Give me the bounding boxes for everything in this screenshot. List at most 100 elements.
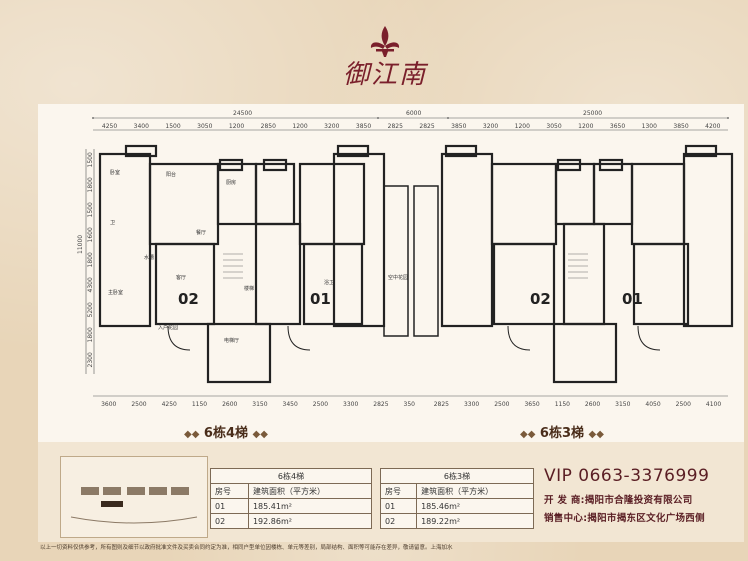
fleur-de-lis-icon xyxy=(370,26,400,57)
room-master-bedroom: 主卧室 xyxy=(108,289,123,296)
dim-top-part: 3200 xyxy=(324,123,339,130)
dim-top-part: 2825 xyxy=(419,123,434,130)
dim-left-part: 1800 xyxy=(87,252,94,267)
room-water-closet: 水槽 xyxy=(144,254,154,261)
dim-bottom-part: 3150 xyxy=(252,401,267,408)
building-label-right: ◆◆ 6栋3梯 ◆◆ xyxy=(520,426,604,441)
room-living: 客厅 xyxy=(176,274,186,281)
dim-top-total-1: 24500 xyxy=(233,110,252,117)
dim-bottom-part: 3150 xyxy=(615,401,630,408)
info-panel: 6栋4梯 房号 建筑面积（平方米） 01 185.41m² 02 192.86m… xyxy=(38,442,744,542)
room-sky-garden: 空中花园 xyxy=(388,274,408,281)
brand-name: 御江南 xyxy=(342,60,427,90)
header-band: 御江南 xyxy=(0,0,748,104)
dim-bottom-part: 3300 xyxy=(343,401,358,408)
unit-number-02-right: 02 xyxy=(530,290,551,308)
dim-top-part: 2825 xyxy=(388,123,403,130)
dim-bottom-part: 2600 xyxy=(585,401,600,408)
table-header: 房号 xyxy=(210,483,249,499)
table-caption: 6栋4梯 xyxy=(210,468,372,484)
room-restaurant: 餐厅 xyxy=(196,229,206,236)
area-table-right: 6栋3梯 房号 建筑面积（平方米） 01 185.46m² 02 189.22m… xyxy=(379,468,534,529)
dim-bottom-part: 2500 xyxy=(313,401,328,408)
dim-bottom-part: 4050 xyxy=(645,401,660,408)
dim-bottom-part: 2825 xyxy=(434,401,449,408)
dim-top-part: 3050 xyxy=(197,123,212,130)
room-elevator-hall: 电梯厅 xyxy=(224,337,239,344)
table-row: 02 192.86m² xyxy=(210,513,373,529)
dim-top-part: 1200 xyxy=(292,123,307,130)
unit-number-01-right: 01 xyxy=(622,290,643,308)
room-entrance: 入户花园 xyxy=(158,324,178,331)
dim-left-part: 2300 xyxy=(87,352,94,367)
dim-top-part: 4250 xyxy=(102,123,117,130)
dim-left-part: 1800 xyxy=(87,177,94,192)
dim-top-total-2: 6000 xyxy=(406,110,421,117)
dim-top-part: 3850 xyxy=(673,123,688,130)
building-left-walls xyxy=(98,144,386,384)
dim-bottom-part: 2500 xyxy=(676,401,691,408)
room-bedroom: 卧室 xyxy=(110,169,120,176)
dim-bottom-part: 1150 xyxy=(192,401,207,408)
dim-bottom-part: 3600 xyxy=(101,401,116,408)
table-row: 01 185.41m² xyxy=(210,498,373,514)
dim-left-part: 1500 xyxy=(87,152,94,167)
table-caption: 6栋3梯 xyxy=(380,468,534,484)
dim-bottom-part: 4250 xyxy=(162,401,177,408)
key-plan-drawing xyxy=(70,487,198,524)
key-plan xyxy=(60,456,208,538)
table-row: 01 185.46m² xyxy=(379,498,534,514)
dim-top-part: 4200 xyxy=(705,123,720,130)
dim-bottom-part: 1150 xyxy=(555,401,570,408)
developer-info: 开 发 商:揭阳市合隆投资有限公司 xyxy=(544,495,693,506)
dim-bottom-part: 2500 xyxy=(131,401,146,408)
table-row: 02 189.22m² xyxy=(379,513,534,529)
dim-bottom-part: 4100 xyxy=(706,401,721,408)
sales-center-info: 销售中心:揭阳市揭东区文化广场西侧 xyxy=(544,513,705,524)
dim-top-total-3: 25000 xyxy=(583,110,602,117)
table-header: 建筑面积（平方米） xyxy=(416,483,534,499)
dim-bottom-part: 3650 xyxy=(524,401,539,408)
room-bath: 卫 xyxy=(110,220,115,226)
dim-bottom-part: 2600 xyxy=(222,401,237,408)
dim-bottom-part: 2500 xyxy=(494,401,509,408)
room-balcony: 阳台 xyxy=(166,171,176,178)
dim-top-part: 3400 xyxy=(134,123,149,130)
brand-logo: 御江南 xyxy=(330,24,440,94)
dim-bottom-part: 3450 xyxy=(283,401,298,408)
dim-left-part: 1500 xyxy=(87,202,94,217)
dim-top-part: 3850 xyxy=(451,123,466,130)
dim-left-part: 1600 xyxy=(87,227,94,242)
dim-top-part: 3650 xyxy=(610,123,625,130)
dim-left-total: 11000 xyxy=(77,235,84,254)
disclaimer: 以上一切资料仅供参考，所有图则及细节以政府批准文件及买卖合同约定为准，相同户型单… xyxy=(40,545,453,551)
building-right-walls xyxy=(440,144,734,384)
dim-top-part: 2850 xyxy=(261,123,276,130)
floor-plan-panel: 24500 6000 25000 4250 3400 1500 3050 1200 285… xyxy=(38,104,744,442)
room-kitchen: 厨房 xyxy=(226,179,236,186)
room-stairs: 楼梯 xyxy=(244,285,254,292)
floor-plan-drawing: 24500 6000 25000 4250 3400 1500 3050 1200 285… xyxy=(77,110,734,408)
dim-top-part: 1200 xyxy=(578,123,593,130)
area-table-left: 6栋4梯 房号 建筑面积（平方米） 01 185.41m² 02 192.86m… xyxy=(210,468,373,529)
table-header: 房号 xyxy=(379,483,418,499)
dim-bottom-part: 350 xyxy=(404,401,416,408)
room-master-bath: 浴卫 xyxy=(324,279,334,286)
dim-top-part: 1300 xyxy=(642,123,657,130)
building-label-left: ◆◆ 6栋4梯 ◆◆ xyxy=(184,426,268,441)
dim-top-part: 3200 xyxy=(483,123,498,130)
unit-number-01-left: 01 xyxy=(310,290,331,308)
dim-left-part: 4300 xyxy=(87,277,94,292)
dim-top-part: 3050 xyxy=(546,123,561,130)
vip-hotline: VIP 0663-3376999 xyxy=(544,466,710,486)
dim-top-part: 3850 xyxy=(356,123,371,130)
dim-left-part: 1800 xyxy=(87,327,94,342)
dim-top-part: 1200 xyxy=(515,123,530,130)
table-header: 建筑面积（平方米） xyxy=(247,483,373,499)
dim-top-part: 1500 xyxy=(165,123,180,130)
dim-top-part: 1200 xyxy=(229,123,244,130)
dim-bottom-part: 2825 xyxy=(373,401,388,408)
unit-number-02-left: 02 xyxy=(178,290,199,308)
dim-bottom-part: 3300 xyxy=(464,401,479,408)
dim-left-part: 5200 xyxy=(87,302,94,317)
